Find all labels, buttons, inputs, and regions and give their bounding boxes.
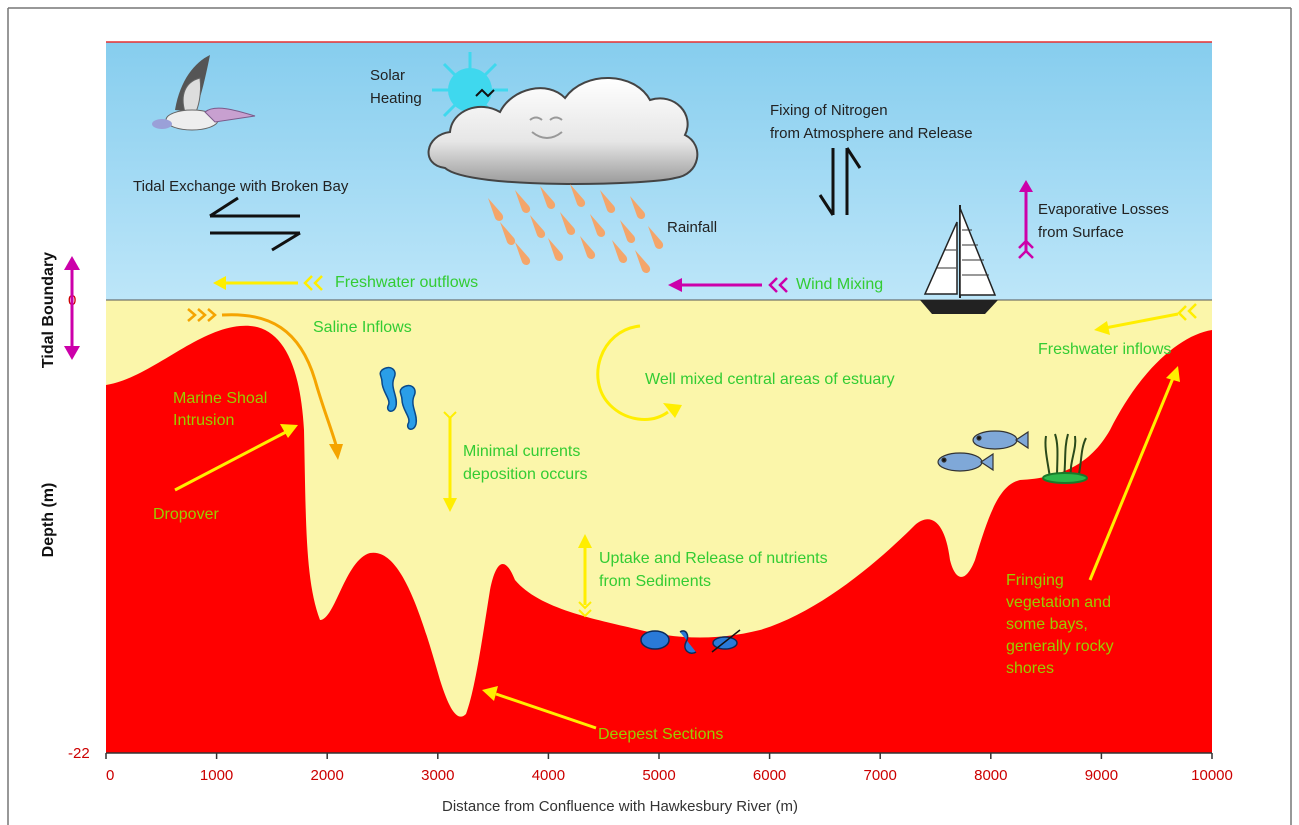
y-tick-22: -22	[68, 745, 90, 762]
nitrogen-label-line1: Fixing of Nitrogen	[770, 102, 888, 119]
rain-icon	[488, 184, 664, 273]
saline-inflows-label: Saline Inflows	[313, 319, 412, 336]
raindrop	[570, 184, 586, 207]
minimal-currents-label-line1: Minimal currents	[463, 443, 580, 460]
freshwater-outflow-arrow	[213, 275, 323, 291]
raindrop	[488, 198, 504, 221]
seagrass-icon	[1042, 433, 1088, 484]
tidal-range-arrow	[64, 256, 80, 360]
seabed-profile	[106, 325, 1212, 753]
well-mixed-label: Well mixed central areas of estuary	[645, 371, 895, 388]
raindrop	[580, 236, 596, 259]
evaporation-label-line1: Evaporative Losses	[1038, 201, 1169, 218]
tidal-boundary-title: Tidal Boundary	[40, 252, 57, 368]
y-axis-title: Depth (m)	[40, 483, 57, 558]
dropover-label: Dropover	[153, 506, 219, 523]
deepest-arrow	[482, 686, 597, 730]
uptake-label-line1: Uptake and Release of nutrients	[599, 550, 828, 567]
marine-shoal-label-line1: Marine Shoal	[173, 390, 267, 407]
wind-mixing-label: Wind Mixing	[796, 276, 883, 293]
x-tick-label: 4000	[532, 767, 565, 784]
x-tick-label: 5000	[642, 767, 675, 784]
raindrop	[515, 242, 531, 265]
raindrop	[612, 240, 628, 263]
tidal-exchange-arrows	[209, 196, 301, 252]
x-tick-label: 6000	[753, 767, 786, 784]
fringing-label-line4: generally rocky	[1006, 638, 1114, 655]
x-tick-label: 7000	[864, 767, 897, 784]
x-tick-label: 8000	[974, 767, 1007, 784]
saline-inflow-arrow	[187, 308, 343, 460]
x-axis-ticks: 0 1000 2000 3000 4000 5000 6000 7000 8000 9000 100…	[105, 753, 1233, 784]
nitrogen-exchange-arrows	[818, 147, 862, 216]
seahorse-icon	[379, 366, 418, 430]
fringing-arrow	[1088, 366, 1180, 581]
fringing-label-line5: shores	[1006, 660, 1054, 677]
freshwater-inflows-label: Freshwater inflows	[1038, 341, 1171, 358]
raindrop	[548, 238, 564, 261]
evaporation-arrow	[1018, 180, 1034, 259]
marine-shoal-label-line2: Intrusion	[173, 412, 234, 429]
tidal-exchange-label: Tidal Exchange with Broken Bay	[133, 178, 349, 195]
fringing-label-line1: Fringing	[1006, 572, 1064, 589]
raindrop	[635, 250, 651, 273]
x-tick-label: 9000	[1085, 767, 1118, 784]
raindrop	[515, 190, 531, 213]
evaporation-label-line2: from Surface	[1038, 224, 1124, 241]
solar-label-line1: Solar	[370, 67, 405, 84]
raindrop	[540, 186, 556, 209]
x-tick-label: 0	[106, 767, 114, 784]
x-tick-label: 10000	[1191, 767, 1233, 784]
wind-mixing-arrow	[668, 277, 788, 293]
fringing-label-line2: vegetation and	[1006, 594, 1111, 611]
pelican-icon	[152, 55, 256, 131]
raindrop	[500, 222, 516, 245]
crustacean-icon	[640, 629, 741, 654]
circulation-arrow	[596, 324, 682, 421]
nutrient-exchange-arrow	[578, 534, 592, 618]
freshwater-inflow-arrow	[1094, 303, 1197, 335]
raindrop	[630, 196, 646, 219]
x-tick-label: 2000	[311, 767, 344, 784]
fringing-label-line3: some bays,	[1006, 616, 1088, 633]
dropover-arrow	[174, 424, 298, 492]
raindrop	[560, 212, 576, 235]
x-tick-label: 3000	[421, 767, 454, 784]
raindrop	[600, 190, 616, 213]
x-axis-title: Distance from Confluence with Hawkesbury…	[442, 798, 798, 815]
x-tick-label: 1000	[200, 767, 233, 784]
cloud-icon	[427, 77, 699, 185]
raindrop	[530, 215, 546, 238]
uptake-label-line2: from Sediments	[599, 573, 711, 590]
raindrop	[620, 220, 636, 243]
raindrop	[590, 214, 606, 237]
rainfall-label: Rainfall	[667, 219, 717, 236]
raindrop	[648, 226, 664, 249]
solar-label-line2: Heating	[370, 90, 422, 107]
minimal-currents-arrow	[443, 411, 457, 512]
minimal-currents-label-line2: deposition occurs	[463, 466, 588, 483]
nitrogen-label-line2: from Atmosphere and Release	[770, 125, 973, 142]
freshwater-outflows-label: Freshwater outflows	[335, 274, 478, 291]
fish-icon	[937, 430, 1029, 472]
deepest-label: Deepest Sections	[598, 726, 723, 743]
cloud-face	[529, 116, 563, 139]
sailboat-icon	[920, 205, 998, 314]
